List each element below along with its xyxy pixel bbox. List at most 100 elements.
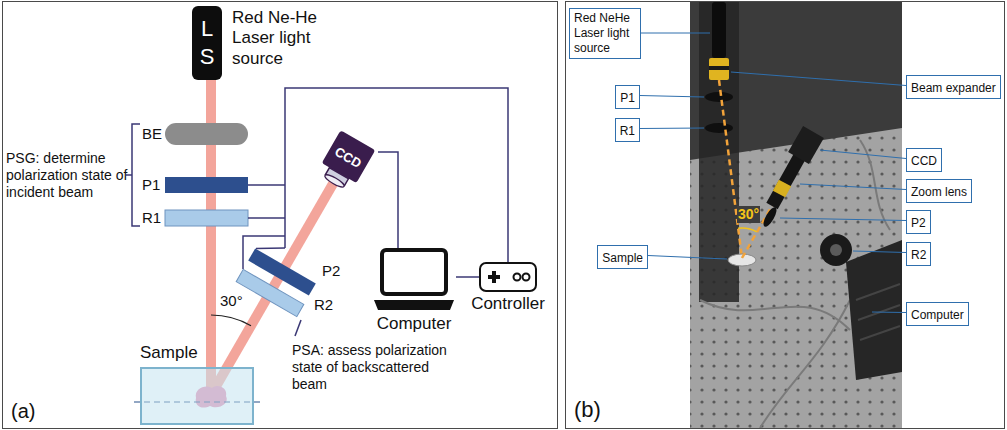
label-holder: BE [142, 125, 162, 143]
callout-text: R1 [620, 124, 635, 139]
sample-label: Sample [140, 343, 198, 363]
annotation-label: PSA: assess polarization state of backsc… [292, 342, 447, 392]
control-wire [285, 88, 508, 262]
leader-line [641, 33, 710, 34]
controller-icon: Controller [471, 262, 545, 314]
laser-tube [712, 2, 726, 58]
sample-tank-shape [140, 367, 254, 425]
callout-text: Sample [602, 251, 643, 266]
callout-text: P2 [911, 216, 926, 231]
label-holder: P2 [322, 262, 340, 280]
pad-button [513, 274, 520, 281]
leader-line [780, 218, 906, 221]
control-wire [248, 217, 285, 219]
label-holder: P1 [142, 176, 160, 194]
annotation-label: Red Ne-He Laser light source [232, 8, 327, 69]
computer-icon: Computer [372, 248, 456, 334]
device-label: Controller [471, 294, 545, 314]
label-holder: Red Ne-He Laser light source [232, 8, 327, 69]
analyzer-mount [761, 205, 779, 228]
leader-line [872, 312, 906, 314]
callout-box: P2 [906, 210, 931, 234]
callout-text: Red NeHe Laser light source [574, 11, 636, 56]
laptop-photo [846, 240, 902, 380]
schematic [126, 80, 508, 408]
callout-text: CCD [911, 154, 937, 169]
callout-box: Computer [906, 302, 969, 326]
lens-face [323, 173, 345, 189]
callout-box: Sample [597, 245, 648, 269]
retarder-bar [236, 269, 304, 316]
beam-path [719, 80, 742, 258]
leader-line [640, 96, 704, 98]
annotation-label: BE [142, 125, 162, 143]
label-holder: 30° [220, 292, 243, 310]
callout-box: R2 [906, 242, 931, 266]
leader-lines [640, 33, 906, 313]
setup-photo [640, 2, 906, 428]
callout-box: P1 [615, 85, 640, 109]
annotation-label: P2 [322, 262, 340, 280]
callout-box: Zoom lens [906, 179, 972, 203]
zoom-lens-photo [772, 156, 800, 206]
panel-letter: (b) [574, 397, 601, 423]
device-label: Computer [377, 314, 452, 334]
callout-box: Red NeHe Laser light source [569, 8, 641, 59]
label-holder: 30° [737, 205, 760, 223]
label-holder: R1 [142, 209, 161, 227]
panel-frame: (b) Red NeHe Laser light sourceBeam expan… [565, 1, 1005, 429]
annotation-label: 30° [737, 206, 760, 223]
leader-line [853, 251, 906, 253]
leader-line [820, 150, 906, 159]
control-wire [256, 247, 285, 249]
callout-box: R1 [615, 118, 640, 142]
label-holder: PSA: assess polarization state of backsc… [292, 342, 447, 392]
leader-line [640, 128, 704, 130]
ccd-camera: CCD [314, 131, 378, 191]
laptop-base [374, 300, 454, 310]
angle-arc [211, 315, 251, 326]
camera-group [316, 130, 376, 193]
label-holder: PSG: determine polarization state of inc… [6, 150, 128, 200]
source-letters: L S [199, 15, 215, 71]
annotation-label: 30° [220, 292, 243, 310]
psg-bracket [126, 124, 140, 226]
rotation-stage [820, 234, 852, 266]
control-wire [243, 236, 285, 269]
label-holder: R2 [314, 296, 333, 314]
callout-text: Beam expander [911, 81, 996, 96]
panel-letter: (a) [11, 400, 35, 423]
psa-bracket [295, 320, 301, 336]
gamepad-body [480, 263, 536, 291]
annotation-label: R1 [142, 209, 161, 227]
laptop-shape [372, 248, 456, 312]
photo-ground [690, 2, 902, 428]
ccd-body-photo [788, 126, 824, 164]
control-wires [126, 88, 508, 336]
leader-line [800, 184, 906, 190]
leader-line [648, 256, 727, 260]
dpad [492, 271, 496, 283]
leader-line [731, 72, 906, 86]
beam-expander-photo [709, 58, 729, 80]
laptop-screen [382, 250, 446, 294]
annotation-label: R2 [314, 296, 333, 314]
callout-text: Computer [911, 308, 964, 323]
annotation-label: PSG: determine polarization state of inc… [6, 150, 128, 200]
polarizer-mount [705, 92, 733, 102]
retarder-mount [705, 123, 733, 133]
signal-wire [456, 276, 479, 278]
retarder-bar [165, 210, 248, 226]
angle-arc [738, 228, 757, 232]
callout-box: CCD [906, 148, 942, 172]
beam-expander [165, 123, 248, 145]
polarizer-bar [165, 177, 248, 193]
laser-source: L S [192, 6, 222, 80]
annotation-label: P1 [142, 176, 160, 194]
pad-button [522, 274, 529, 281]
lens-ring [779, 183, 785, 194]
callout-text: Zoom lens [911, 185, 967, 200]
sample-tank: Sample [140, 343, 254, 425]
callout-text: P1 [620, 91, 635, 106]
